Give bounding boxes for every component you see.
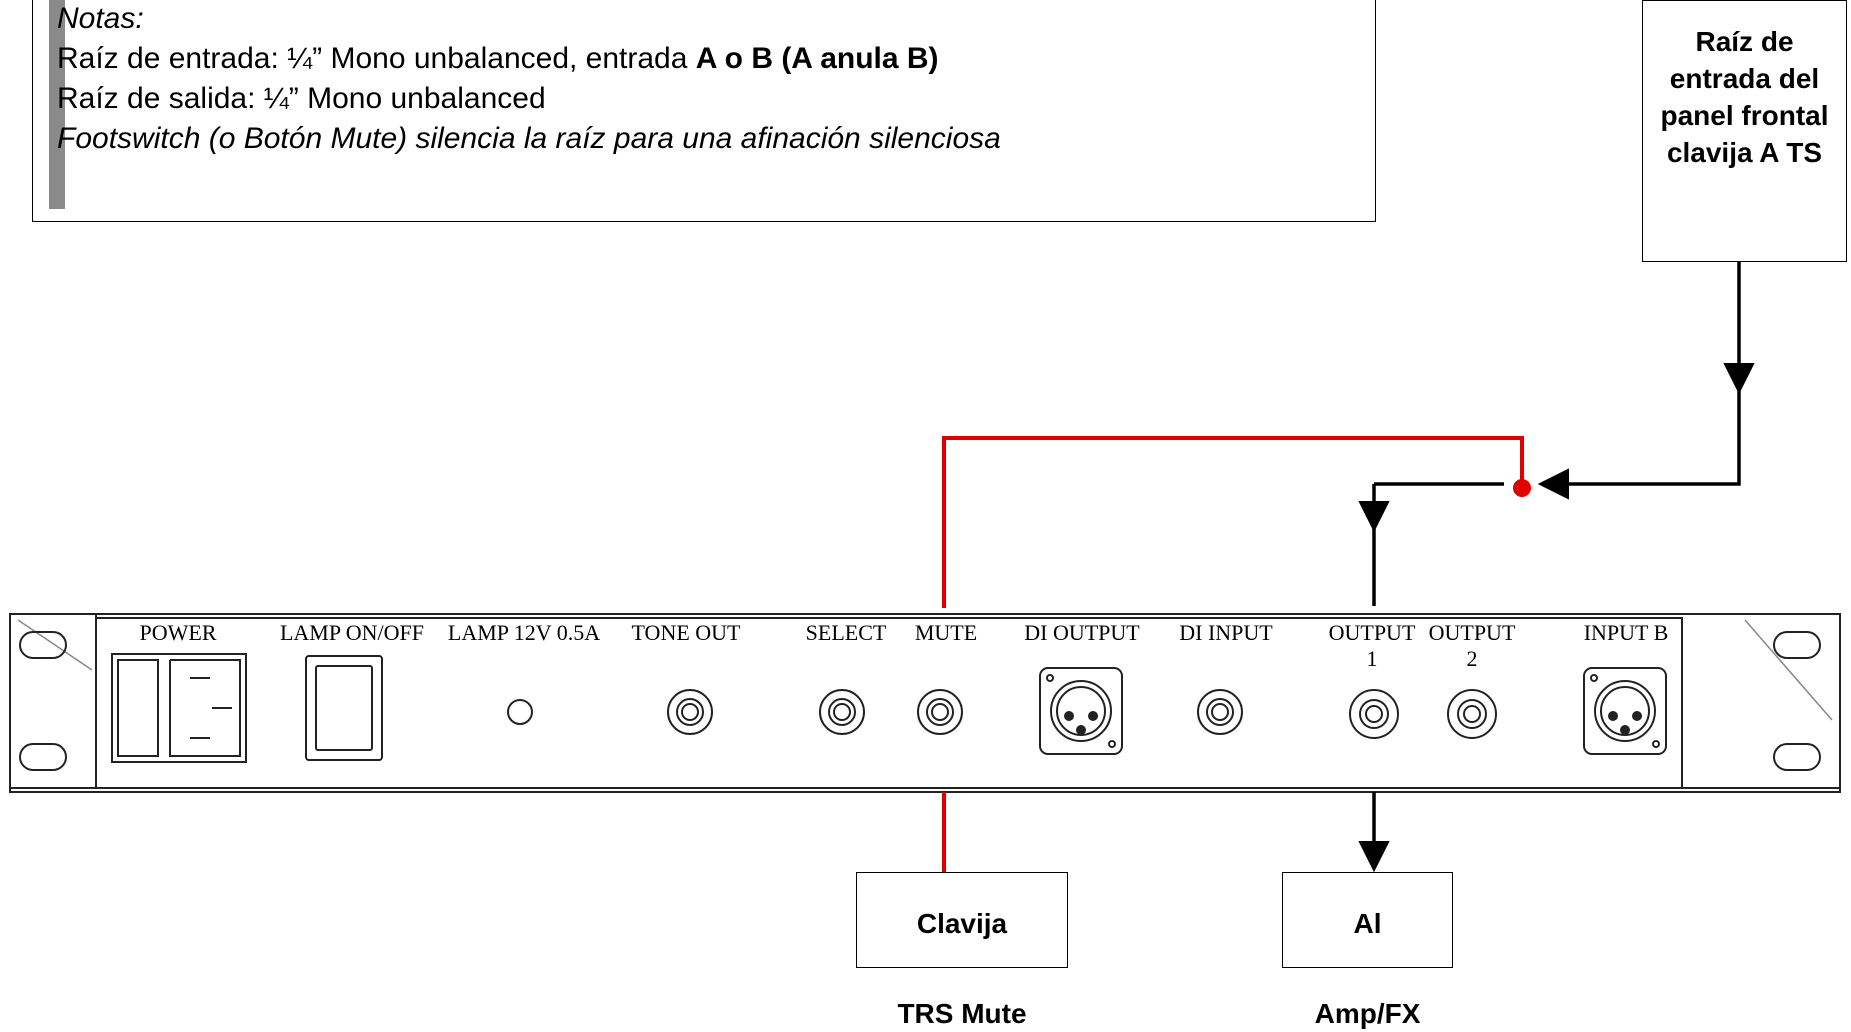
label-input-b: INPUT B	[1584, 620, 1669, 645]
left-ear-slot-bottom	[19, 743, 67, 771]
notes-line-footswitch: Footswitch (o Botón Mute) silencia la ra…	[57, 122, 1001, 155]
notes-accent-bar	[49, 0, 65, 209]
label-power: POWER	[140, 620, 217, 645]
notes-box: Notas: Raíz de entrada: ¼” Mono unbalanc…	[32, 0, 1376, 222]
notes-title: Notas:	[57, 2, 144, 35]
right-ear-bevel	[1744, 619, 1833, 721]
wiring-diagram: POWER LAMP ON/OFF LAMP 12V 0.5A TONE OUT…	[9, 262, 1841, 873]
right-ear-slot-top	[1773, 631, 1821, 659]
source-return-line	[1640, 388, 1741, 486]
left-ear-bevel	[17, 619, 93, 671]
source-input-label: Raíz de entrada del panel frontal clavij…	[1660, 26, 1829, 168]
label-di-input: DI INPUT	[1179, 620, 1273, 645]
power-inlet	[111, 653, 247, 763]
lamp-switch-outer	[305, 655, 383, 761]
rack-panel	[9, 613, 1841, 793]
mute-jack-line1: Clavija	[916, 908, 1008, 939]
mute-control-line	[942, 436, 1524, 608]
amp-fx-line1: Al	[1353, 908, 1382, 939]
input-b-xlr	[1583, 667, 1667, 755]
notes-text: Notas: Raíz de entrada: ¼” Mono unbalanc…	[57, 0, 1001, 159]
left-ear-slot-top	[19, 631, 67, 659]
notes-line-input: Raíz de entrada: ¼” Mono unbalanced, ent…	[57, 39, 1001, 79]
power-socket	[169, 659, 241, 757]
label-output-1-num: 1	[1367, 646, 1378, 671]
label-lamp-12v: LAMP 12V 0.5A	[448, 620, 600, 645]
power-fuse	[117, 659, 159, 757]
output-1-jack	[1349, 689, 1399, 739]
amp-fx-line2: Amp/FX	[1314, 998, 1421, 1029]
label-mute: MUTE	[915, 620, 977, 645]
output-2-jack	[1447, 689, 1497, 739]
select-jack	[819, 689, 865, 735]
label-select: SELECT	[806, 620, 887, 645]
notes-line-input-prefix: Raíz de entrada: ¼” Mono unbalanced, ent…	[57, 42, 696, 75]
notes-line-output: Raíz de salida: ¼” Mono unbalanced	[57, 82, 546, 115]
right-ear-slot-bottom	[1773, 743, 1821, 771]
panel-labels: POWER LAMP ON/OFF LAMP 12V 0.5A TONE OUT…	[140, 620, 1669, 671]
left-rack-ear	[10, 613, 97, 789]
label-output-1: OUTPUT	[1329, 620, 1416, 645]
mute-switch-node	[1513, 479, 1531, 497]
source-input-box: Raíz de entrada del panel frontal clavij…	[1642, 0, 1847, 262]
di-input-jack	[1197, 689, 1243, 735]
mute-jack-line2: TRS Mute	[897, 998, 1027, 1029]
mute-wiring	[942, 436, 1531, 872]
right-rack-ear	[1682, 613, 1841, 789]
tone-out-jack	[667, 689, 713, 735]
mute-jack	[917, 689, 963, 735]
di-output-xlr	[1039, 667, 1123, 755]
label-lamp-onoff: LAMP ON/OFF	[280, 620, 424, 645]
signal-wiring	[1358, 262, 1755, 873]
label-di-output: DI OUTPUT	[1024, 620, 1140, 645]
label-output-2: OUTPUT	[1429, 620, 1516, 645]
lamp-socket	[507, 699, 533, 725]
label-tone-out: TONE OUT	[632, 620, 742, 645]
notes-line-input-bold: A o B (A anula B)	[695, 42, 939, 75]
lamp-switch-rocker	[315, 665, 373, 751]
label-output-2-num: 2	[1467, 646, 1478, 671]
